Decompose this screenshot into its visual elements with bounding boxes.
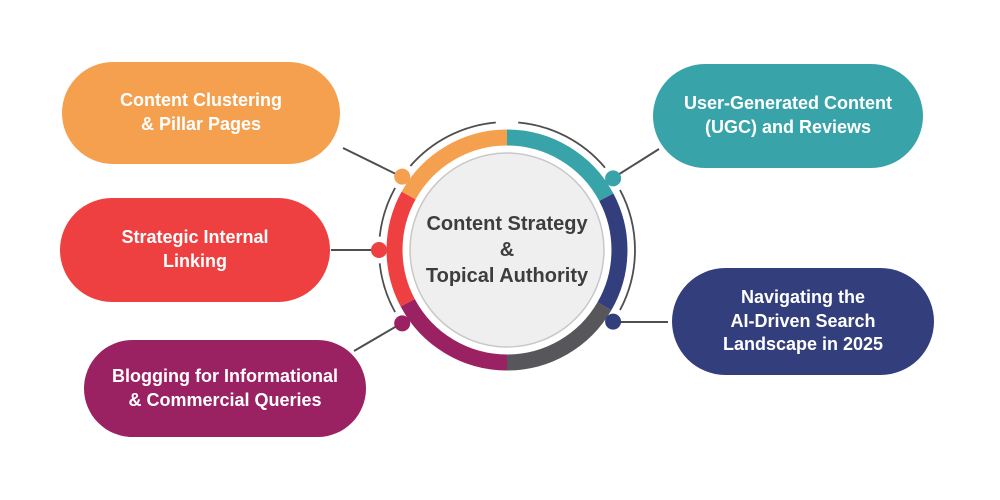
ring-segment-navy	[597, 193, 628, 311]
ring-segment-teal	[506, 129, 614, 202]
dot-strategic-internal-linking	[371, 242, 387, 258]
hub-title: Content Strategy & Topical Authority	[425, 213, 589, 287]
connector-line-blogging-queries	[353, 322, 403, 352]
ring-segment-red	[386, 191, 416, 307]
connector-line-user-generated-content	[612, 148, 660, 179]
node-label: Navigating the AI-Driven Search Landscap…	[722, 286, 884, 355]
outer-arc-bottom-left	[378, 263, 396, 313]
dot-ai-driven-search	[605, 313, 622, 330]
node-label: Blogging for Informational & Commercial …	[112, 365, 338, 410]
dot-content-clustering	[394, 168, 411, 185]
ring-segment-dark-gray	[506, 302, 612, 371]
node-pill-strategic-internal-linking: Strategic Internal Linking	[60, 198, 330, 302]
outer-arc-right	[619, 189, 636, 311]
outer-arc-top-right	[518, 121, 606, 169]
outer-arc-left	[378, 187, 396, 237]
node-label: User-Generated Content (UGC) and Reviews	[683, 93, 893, 137]
outer-arc-top-left	[409, 121, 496, 167]
dot-blogging-queries	[394, 315, 411, 332]
node-pill-ai-driven-search: Navigating the AI-Driven Search Landscap…	[672, 268, 934, 375]
node-label: Strategic Internal Linking	[121, 227, 269, 271]
dot-user-generated-content	[605, 170, 622, 187]
node-pill-content-clustering: Content Clustering & Pillar Pages	[62, 62, 340, 164]
node-pill-blogging-queries: Blogging for Informational & Commercial …	[84, 340, 366, 437]
node-label: Content Clustering & Pillar Pages	[120, 90, 282, 134]
hub-inner-circle	[409, 152, 605, 348]
ring-segment-purple	[400, 298, 508, 371]
ring-segment-orange	[401, 129, 508, 200]
connector-line-content-clustering	[342, 147, 403, 178]
node-pill-user-generated-content: User-Generated Content (UGC) and Reviews	[653, 64, 923, 168]
